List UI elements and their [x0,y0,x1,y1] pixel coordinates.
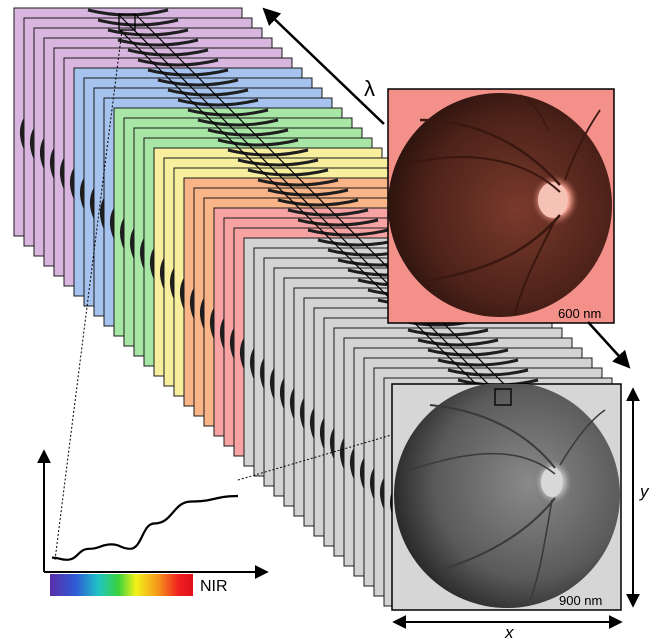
slice-fundus-top-edge [167,88,249,97]
lambda-arrow-upper [262,7,385,125]
spectrum-color-bar [50,574,193,596]
slice-fundus-top-edge [107,28,189,37]
slice-fundus-top-edge [207,128,289,137]
pixel-marker-bottom [494,388,512,406]
slice-fundus-top-edge [227,148,309,157]
slice-fundus-top-edge [137,58,219,67]
slice-fundus-top-edge [187,108,269,117]
slice-fundus-top-edge [237,158,319,167]
slice-fundus-top-edge [287,208,369,217]
label-600nm: 600 nm [558,306,601,321]
pixel-column-path [118,13,513,405]
slice-fundus-top-edge [217,138,299,147]
lambda-arrow-lower [587,321,631,369]
label-900nm: 900 nm [559,593,602,608]
fundus-image-600nm: 600 nm [387,88,615,324]
spectrum-plot: NIR [37,449,269,596]
slice-fundus-top-edge [447,368,529,377]
slice-fundus-top-edge [147,68,229,77]
slice-fundus-top-edge [297,218,379,227]
y-label: y [639,482,650,501]
slice-fundus-top-edge [437,358,519,367]
slice-fundus-top-edge [277,198,359,207]
x-label: x [504,623,514,641]
slice-fundus-top-edge [97,18,179,27]
slice-fundus-top-edge [407,328,489,337]
slice-fundus-top-edge [417,338,499,347]
spectrum-curve [51,494,239,561]
projection-dotted-left [54,29,123,561]
slice-fundus-top-edge [257,178,339,187]
slice-fundus-top-edge [117,38,199,47]
fundus-image-900nm: 900 nm [391,383,622,611]
lambda-label: λ [364,76,375,101]
slice-fundus-top-edge [197,118,279,127]
slice-fundus-top-edge [247,168,329,177]
slice-fundus-top-edge [127,48,209,57]
slice-fundus-top-edge [157,78,239,87]
slice-fundus-top-edge [427,348,509,357]
slice-fundus-top-edge [267,188,349,197]
slice-fundus-top-edge [87,8,169,17]
slice-fundus-top-edge [177,98,259,107]
slice-fundus-top-edge [307,228,389,237]
pixel-marker-top [118,13,136,31]
nir-label: NIR [200,578,228,595]
